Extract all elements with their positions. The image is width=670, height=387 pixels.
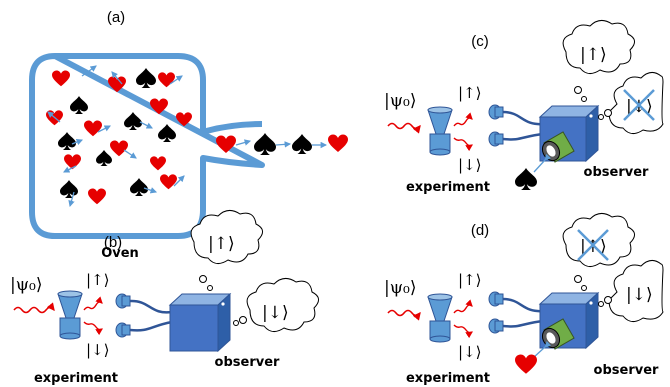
heart-icon [52, 70, 70, 87]
observer-caption: observer [584, 165, 649, 180]
state-down: |↓⟩ [86, 341, 109, 359]
spade-icon [60, 180, 78, 198]
detector-down [488, 131, 504, 147]
source-device [427, 106, 453, 156]
spade-icon [130, 178, 148, 196]
panel-a-label: (a) [107, 9, 125, 26]
cross-out-icon [623, 89, 655, 121]
thought-bubble-1: |↑⟩ [190, 210, 263, 264]
state-up: |↑⟩ [458, 84, 481, 102]
photon [387, 309, 421, 321]
panel-d-label: (d) [471, 222, 489, 239]
photon [13, 302, 55, 314]
detector-up [488, 291, 504, 307]
spade-icon [124, 112, 142, 130]
heart-icon [158, 72, 175, 88]
spade-icon [58, 132, 76, 150]
state-down: |↓⟩ [458, 156, 481, 174]
detector-up [488, 104, 504, 120]
panel-b: (b) |ψ₀⟩ |↑⟩ |↓⟩ [10, 210, 319, 386]
heart-icon [160, 174, 177, 190]
experiment-caption: experiment [406, 371, 490, 386]
state-psi: |ψ₀⟩ [384, 91, 417, 111]
thought-bubble-2: |↓⟩ [246, 278, 319, 332]
observer-eye-lens [541, 318, 575, 350]
spin-arrows [47, 65, 185, 208]
heart-icon [515, 354, 537, 374]
state-psi: |ψ₀⟩ [10, 275, 43, 295]
heart-icon [328, 134, 348, 152]
thought-bubble-2: |↓⟩ [608, 72, 664, 134]
detector-up [115, 293, 131, 309]
oven [29, 53, 265, 239]
observer-box [168, 292, 232, 353]
heart-icon [110, 140, 128, 157]
thought-up: |↑⟩ [580, 45, 607, 65]
oven-particles [46, 68, 192, 205]
heart-icon [84, 120, 102, 137]
oven-caption: Oven [101, 246, 139, 261]
thought-bubble-1: |↑⟩ [562, 20, 635, 74]
heart-icon [88, 188, 106, 205]
panel-c-label: (c) [471, 33, 489, 50]
experiment-caption: experiment [34, 371, 118, 386]
detector-down [488, 318, 504, 334]
detector-down [115, 322, 131, 338]
source-device [57, 290, 83, 340]
emitted-beam [216, 133, 348, 155]
cross-out-icon [577, 229, 609, 261]
panel-a: (a) [29, 9, 348, 261]
state-up: |↑⟩ [86, 271, 109, 289]
panel-b-label: (b) [104, 234, 122, 251]
heart-icon [150, 156, 166, 171]
spade-icon [96, 150, 112, 166]
observer-caption: observer [594, 363, 659, 378]
state-down: |↓⟩ [458, 343, 481, 361]
spade-icon [70, 96, 88, 114]
panel-d: (d) |ψ₀⟩ |↑⟩ |↓⟩ [384, 213, 664, 386]
spade-icon [136, 68, 156, 88]
experiment-caption: experiment [406, 180, 490, 195]
spade-icon [158, 124, 176, 142]
source-device [427, 293, 453, 343]
spade-icon [515, 168, 537, 190]
observer-eye-lens [541, 131, 575, 163]
spade-icon [292, 134, 312, 154]
thought-up: |↑⟩ [208, 234, 235, 254]
thought-bubble-2: |↓⟩ [608, 260, 664, 322]
state-psi: |ψ₀⟩ [384, 278, 417, 298]
photon [387, 122, 421, 134]
observer-caption: observer [215, 355, 280, 370]
spade-icon [254, 133, 276, 155]
panel-c: (c) |ψ₀⟩ |↑⟩ |↓⟩ [384, 20, 664, 195]
thought-down: |↓⟩ [626, 285, 653, 305]
state-up: |↑⟩ [458, 271, 481, 289]
thought-bubble-1: |↑⟩ [562, 213, 635, 267]
thought-down: |↓⟩ [262, 303, 289, 323]
